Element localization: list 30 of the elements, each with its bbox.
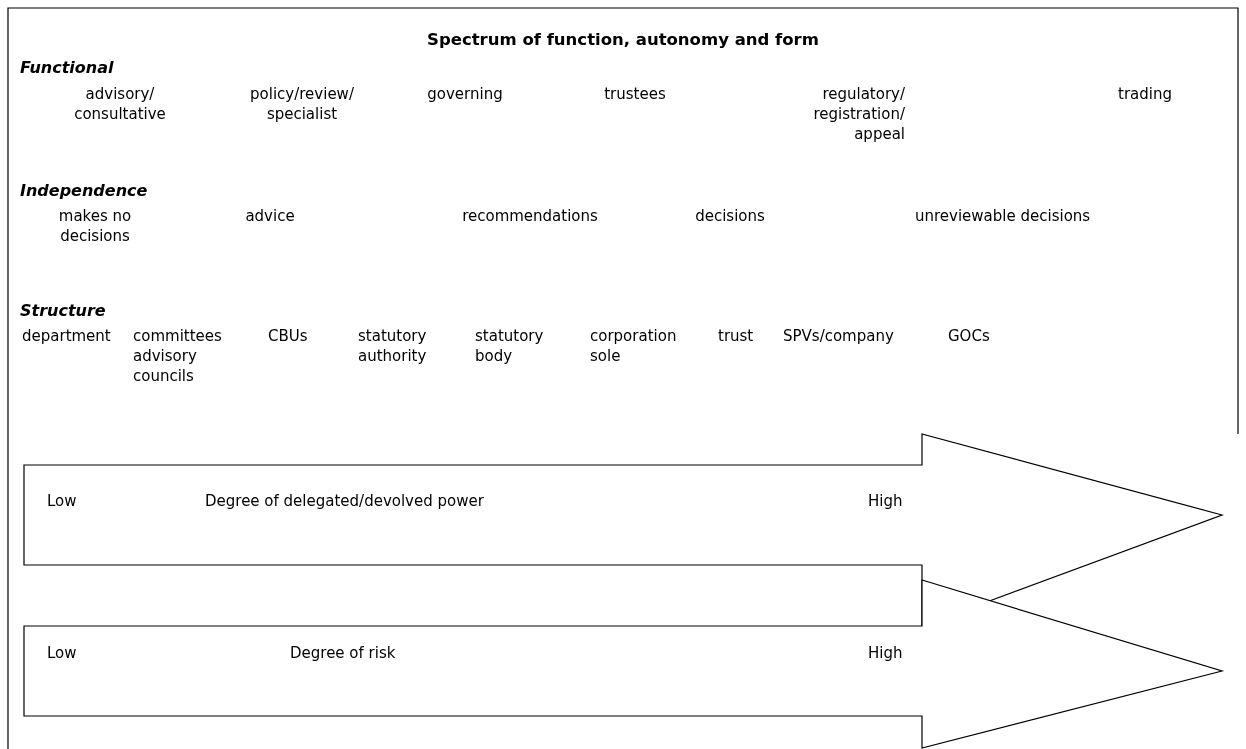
category-label: statutory authority <box>358 326 428 366</box>
category-label: trustees <box>603 84 667 104</box>
category-label: statutory body <box>475 326 545 366</box>
category-label: department <box>22 326 112 346</box>
category-label: policy/review/ specialist <box>249 84 355 124</box>
scale-end-label: Low <box>47 643 77 663</box>
category-label: makes no decisions <box>57 206 133 246</box>
scale-title: Degree of delegated/devolved power <box>205 491 484 511</box>
category-label: SPVs/company <box>783 326 895 346</box>
category-label: recommendations <box>461 206 599 226</box>
scale-end-label: Low <box>47 491 77 511</box>
category-label: regulatory/ registration/ appeal <box>812 84 905 144</box>
category-label: committees advisory councils <box>133 326 223 386</box>
category-label: decisions <box>694 206 766 226</box>
category-label: GOCs <box>948 326 991 346</box>
scale-title: Degree of risk <box>290 643 396 663</box>
diagram-title: Spectrum of function, autonomy and form <box>426 30 820 49</box>
section-heading: Structure <box>20 301 107 321</box>
category-label: corporation sole <box>590 326 678 366</box>
category-label: trading <box>1118 84 1173 104</box>
section-heading: Independence <box>20 181 149 201</box>
scale-end-label: High <box>868 643 903 663</box>
category-label: trust <box>718 326 755 346</box>
category-label: governing <box>426 84 504 104</box>
category-label: advisory/ consultative <box>73 84 167 124</box>
scale-end-label: High <box>868 491 903 511</box>
section-heading: Functional <box>20 58 115 78</box>
category-label: CBUs <box>268 326 309 346</box>
category-label: unreviewable decisions <box>915 206 1092 226</box>
category-label: advice <box>244 206 296 226</box>
